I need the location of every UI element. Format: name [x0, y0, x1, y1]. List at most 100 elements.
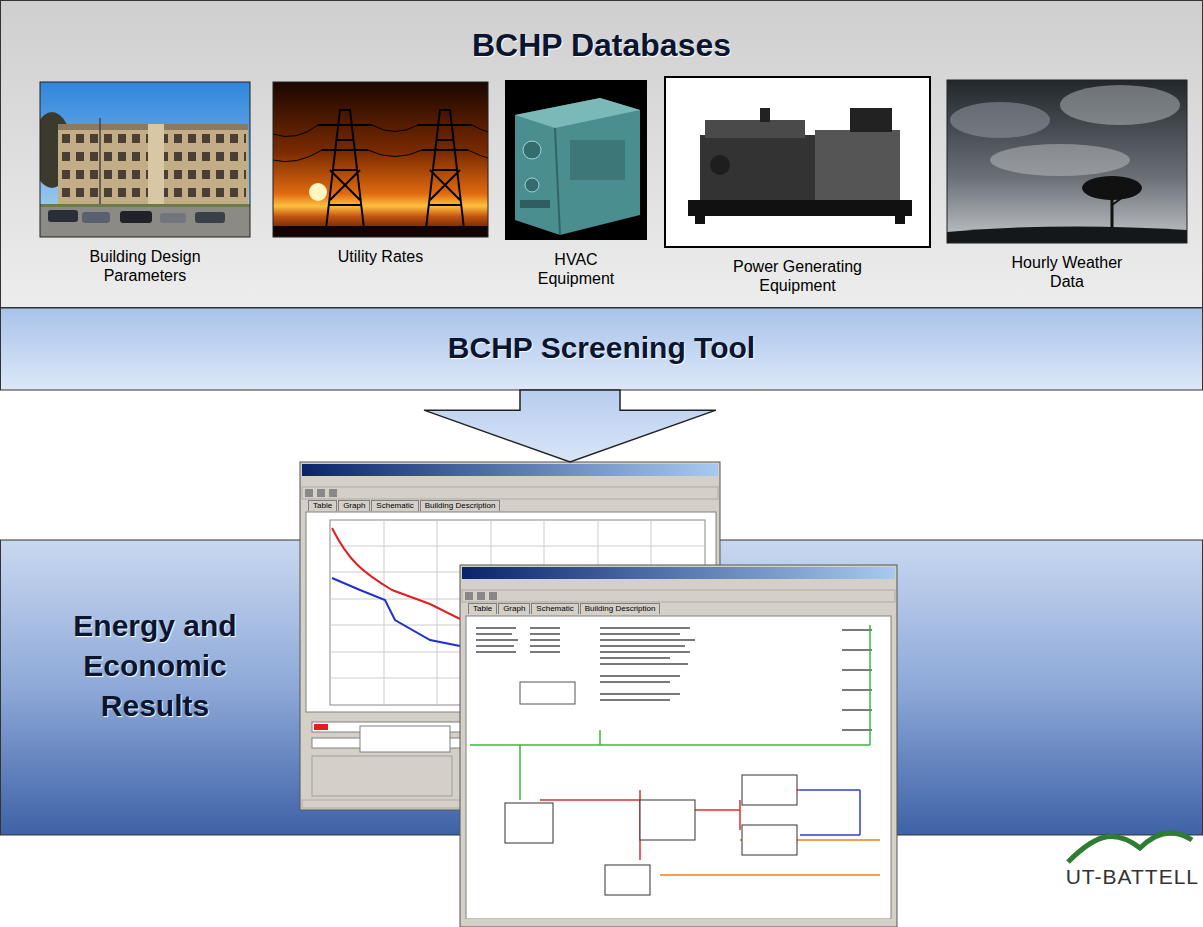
- schematic-screenshot-part: [460, 565, 897, 927]
- chiller-photo-part: [555, 128, 560, 235]
- graph-screenshot-part: [314, 724, 328, 730]
- schematic-screenshot-part: [742, 775, 797, 805]
- power-line-photo-part: [418, 110, 472, 237]
- schematic-screenshot-part: [800, 790, 860, 835]
- flow-arrow: [424, 390, 716, 462]
- weather-photo-part: [1082, 176, 1142, 200]
- database-photo: Utility Rates: [273, 82, 488, 237]
- generator-photo-part: [665, 77, 930, 247]
- weather-photo-part: [947, 226, 1187, 243]
- weather-photo-part: [1095, 190, 1130, 205]
- schematic-screenshot-part: [476, 628, 872, 730]
- window-tab: Table: [468, 603, 497, 614]
- power-line-photo-part: [318, 110, 372, 237]
- company-logo: [1068, 833, 1192, 862]
- screening-band: BCHP Screening Tool: [0, 308, 1203, 390]
- window-tab: Graph: [338, 500, 370, 511]
- generator-photo-part: [688, 200, 912, 216]
- graph-screenshot-part: [360, 726, 450, 752]
- generator-photo: [665, 77, 930, 247]
- graph-screenshot-part: [312, 756, 452, 796]
- generator-photo-part: [705, 120, 805, 138]
- window-tab: Schematic: [531, 603, 578, 614]
- power-line-photo-part: [309, 183, 327, 201]
- tab-row: TableGraphSchematicBuilding Description: [468, 603, 661, 614]
- graph-screenshot-part: [317, 489, 325, 497]
- weather-photo-part: [1060, 85, 1180, 125]
- building-photo-part: [148, 124, 164, 206]
- schematic-screenshot-part: [605, 865, 650, 895]
- graph-window: TableGraphSchematicBuilding Description: [300, 462, 720, 810]
- chiller-photo-part: [505, 80, 647, 240]
- generator-photo-part: [850, 108, 892, 132]
- company-logo-part: [1068, 833, 1192, 862]
- building-photo-part: [40, 207, 250, 237]
- power-line-photo-part: [273, 125, 488, 162]
- weather-photo: [947, 80, 1187, 243]
- building-photo-part: [160, 213, 186, 223]
- schematic-screenshot: [460, 565, 897, 927]
- schematic-screenshot-part: [505, 803, 553, 843]
- building-photo: [40, 82, 250, 237]
- chiller-photo-part: [570, 140, 625, 180]
- window-tab: Table: [308, 500, 337, 511]
- schematic-screenshot-part: [477, 592, 485, 600]
- power-line-photo: [273, 82, 488, 237]
- database-photo: HVAC Equipment: [505, 80, 647, 240]
- window-tab: Building Description: [420, 500, 501, 511]
- logo-text: UT-BATTELL: [1066, 865, 1199, 889]
- database-photo: Building Design Parameters: [40, 82, 250, 237]
- band-title: Energy and Economic Results: [30, 606, 280, 726]
- generator-photo-part: [695, 216, 705, 224]
- database-photo: Power Generating Equipment: [665, 77, 930, 247]
- schematic-screenshot-part: [462, 590, 895, 602]
- tab-row: TableGraphSchematicBuilding Description: [308, 500, 501, 511]
- schematic-window: TableGraphSchematicBuilding Description: [460, 565, 897, 927]
- building-photo-part: [82, 212, 110, 223]
- building-photo-part: [195, 212, 225, 223]
- database-photo: Hourly Weather Data: [947, 80, 1187, 243]
- graph-screenshot-part: [302, 464, 718, 476]
- window-tab: Building Description: [580, 603, 661, 614]
- schematic-screenshot-part: [489, 592, 497, 600]
- chiller-photo-part: [515, 98, 640, 128]
- generator-photo-part: [700, 135, 815, 200]
- screening-band-part: [1, 308, 1203, 390]
- photo-caption: Utility Rates: [291, 247, 471, 266]
- photo-caption: HVAC Equipment: [516, 250, 636, 288]
- databases-panel: [1, 1, 1203, 308]
- schematic-screenshot-part: [462, 567, 895, 579]
- schematic-screenshot-part: [465, 592, 473, 600]
- building-photo-part: [40, 82, 250, 237]
- photo-frame: [273, 82, 488, 237]
- window-tab: Schematic: [371, 500, 418, 511]
- schematic-screenshot-part: [466, 616, 891, 919]
- photo-caption: Hourly Weather Data: [997, 253, 1137, 291]
- databases-panel-part: [1, 1, 1203, 308]
- graph-screenshot-part: [302, 487, 718, 499]
- chiller-photo-part: [525, 178, 539, 192]
- screening-band: [1, 308, 1203, 390]
- power-line-photo-part: [273, 82, 488, 237]
- graph-screenshot-part: [329, 489, 337, 497]
- photo-frame: [40, 82, 250, 237]
- generator-photo-part: [815, 130, 900, 200]
- generator-photo-part: [895, 216, 905, 224]
- building-photo-part: [99, 118, 101, 206]
- chiller-photo-part: [523, 141, 541, 159]
- weather-photo-part: [950, 102, 1050, 138]
- databases-panel: BCHP DatabasesBuilding Design Parameters…: [0, 0, 1203, 308]
- building-photo-part: [48, 210, 78, 222]
- generator-photo-part: [710, 155, 730, 175]
- band-title: BCHP Screening Tool: [0, 330, 1203, 366]
- schematic-screenshot-part: [742, 825, 797, 855]
- building-photo-part: [120, 211, 152, 223]
- weather-photo-part: [947, 80, 1187, 243]
- schematic-screenshot-part: [640, 800, 695, 840]
- graph-screenshot-part: [305, 489, 313, 497]
- chiller-photo: [505, 80, 647, 240]
- schematic-screenshot-part: [462, 919, 895, 926]
